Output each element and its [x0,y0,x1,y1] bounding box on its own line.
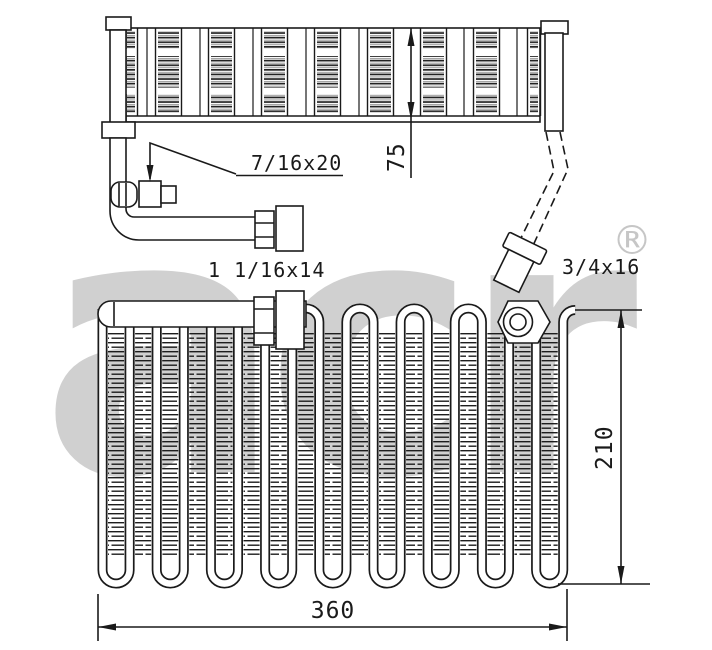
label-service-port: 7/16x20 [146,141,343,182]
coil-pipe-fitting [253,290,305,350]
dim-75-text: 75 [384,142,410,172]
left-tube-collar [101,121,136,139]
registered-trademark-icon: ® [612,218,652,264]
coil-hex-nut-fitting [497,300,551,344]
service-port-fitting [110,180,177,208]
dim-210-text: 210 [592,425,618,470]
dim-360-text: 360 [311,598,356,624]
dimension-360: 360 [97,589,568,641]
left-end-cap [105,16,132,31]
service-port-label: 7/16x20 [251,151,342,175]
coil-fins [108,332,558,558]
dimension-210: 210 [558,309,650,585]
evaporator-coil [97,290,576,589]
suction-fitting-label: 1 1/16x14 [208,258,325,282]
liquid-fitting-label: 3/4x16 [562,255,640,279]
suction-elbow-pipe [109,137,257,241]
dimension-75: 75 [384,28,415,178]
right-end-cap [540,20,569,35]
top-finned-unit [101,16,569,251]
suction-pipe-fitting [254,205,304,252]
liquid-pipe-fitting [492,231,548,294]
